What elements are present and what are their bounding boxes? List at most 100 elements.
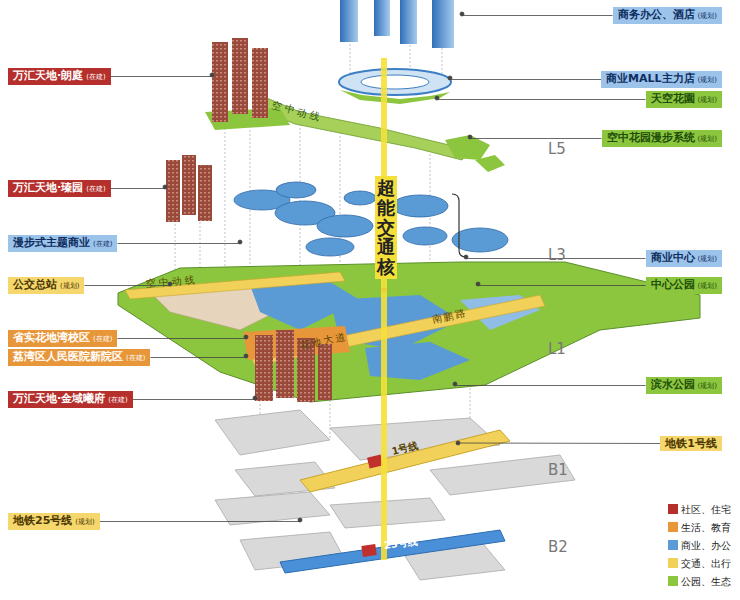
callout-box: 商业MALL主力店(规划) — [601, 71, 722, 88]
transport-core — [381, 58, 387, 560]
leader-line — [111, 75, 212, 77]
callout-box: 空中花园漫步系统(规划) — [602, 130, 722, 147]
leader-dot — [238, 240, 242, 244]
leader-line — [117, 242, 240, 244]
callout-text: 滨水公园 — [651, 378, 695, 391]
leader-line — [150, 356, 246, 358]
legend-item: 公园、生态 — [668, 576, 731, 588]
legend-swatch — [668, 540, 678, 550]
leader-line — [462, 14, 613, 16]
leader-dot — [448, 76, 452, 80]
leader-dot — [163, 185, 167, 189]
leader-dot — [460, 12, 464, 16]
legend-text: 公园、生态 — [681, 576, 731, 587]
status-tag: (在建) — [108, 396, 127, 404]
bracket — [452, 194, 466, 257]
text-label: L5 — [548, 140, 566, 158]
legend-item: 商业、办公 — [668, 540, 731, 552]
leader-dot — [435, 96, 439, 100]
legend-text: 社区、住宅 — [681, 504, 731, 515]
callout-text: 万汇天地·金域曦府 — [13, 392, 105, 405]
callout-text: 地铁25号线 — [13, 514, 72, 527]
callout-text: 省实花地湾校区 — [13, 331, 90, 344]
legend-swatch — [668, 504, 678, 514]
leader-line — [117, 337, 246, 339]
callout-text: 万汇天地·瑧园 — [13, 181, 83, 194]
callout-box: 天空花園(规划) — [646, 91, 722, 108]
callout-text: 漫步式主题商业 — [13, 236, 90, 249]
leader-line — [111, 187, 165, 189]
leader-line — [100, 520, 300, 522]
level-b1 — [215, 410, 575, 496]
callout-box: 商业中心(规划) — [646, 250, 722, 267]
callout-box: 公交总站(规划) — [8, 277, 84, 294]
leader-dot — [464, 255, 468, 259]
legend-item: 生活、教育 — [668, 522, 731, 534]
leader-line — [470, 137, 602, 139]
legend-swatch — [668, 558, 678, 568]
callout-text: 天空花園 — [651, 92, 695, 105]
legend-swatch — [668, 522, 678, 532]
status-tag: (在建) — [86, 185, 105, 193]
office-towers — [340, 0, 454, 48]
status-tag: (规划) — [698, 255, 717, 263]
leader-line — [455, 384, 646, 386]
leader-lines — [84, 12, 660, 522]
status-tag: (在建) — [126, 354, 145, 362]
leader-dot — [456, 441, 460, 445]
status-tag: (规划) — [698, 135, 717, 143]
status-tag: (规划) — [698, 382, 717, 390]
leader-dot — [244, 335, 248, 339]
residential-towers — [166, 155, 212, 222]
callout-box: 省实花地湾校区(在建) — [8, 330, 117, 347]
callout-text: 中心公园 — [651, 278, 695, 291]
callout-box: 荔湾区人民医院新院区(在建) — [8, 349, 150, 366]
status-tag: (在建) — [93, 240, 112, 248]
status-tag: (规划) — [60, 282, 79, 290]
legend-swatch — [668, 576, 678, 586]
leader-dot — [476, 282, 480, 286]
leader-line — [450, 78, 601, 80]
text-label: L3 — [548, 246, 566, 264]
text-label: L1 — [548, 340, 566, 358]
callout-box: 万汇天地·瑧园(在建) — [8, 180, 111, 197]
callout-box: 万汇天地·朗庭(在建) — [8, 68, 111, 85]
callout-text: 公交总站 — [13, 278, 57, 291]
text-label: B2 — [548, 538, 568, 556]
legend-item: 交通、出行 — [668, 558, 731, 570]
legend-text: 商业、办公 — [681, 540, 731, 551]
status-tag: (规划) — [75, 518, 94, 526]
callout-box: 地铁25号线(规划) — [8, 513, 100, 530]
callout-text: 万汇天地·朗庭 — [13, 69, 83, 82]
callout-text: 商务办公、酒店 — [618, 8, 695, 21]
status-tag: (规划) — [698, 96, 717, 104]
leader-dot — [453, 382, 457, 386]
leader-dot — [210, 73, 214, 77]
leader-dot — [468, 135, 472, 139]
callout-box: 滨水公园(规划) — [646, 377, 722, 394]
text-label: B1 — [548, 461, 568, 479]
status-tag: (规划) — [698, 282, 717, 290]
leader-line — [133, 398, 255, 400]
status-tag: (在建) — [86, 73, 105, 81]
level-5 — [205, 38, 505, 172]
level-b2 — [215, 492, 505, 580]
leader-line — [437, 98, 646, 100]
level-3 — [234, 182, 508, 256]
vertical-label: 超能交通核 — [375, 176, 397, 279]
leader-dot — [298, 518, 302, 522]
callout-text: 荔湾区人民医院新院区 — [13, 350, 123, 363]
callout-box: 地铁1号线 — [660, 436, 722, 451]
leader-dot — [244, 354, 248, 358]
leader-dot — [253, 396, 257, 400]
leader-line — [458, 443, 660, 445]
callout-box: 中心公园(规划) — [646, 277, 722, 294]
legend-text: 生活、教育 — [681, 522, 731, 533]
callout-text: 商业中心 — [651, 251, 695, 264]
level-1 — [118, 262, 700, 402]
legend-text: 交通、出行 — [681, 558, 731, 569]
callout-text: 商业MALL主力店 — [606, 72, 694, 85]
leader-line — [478, 284, 646, 286]
